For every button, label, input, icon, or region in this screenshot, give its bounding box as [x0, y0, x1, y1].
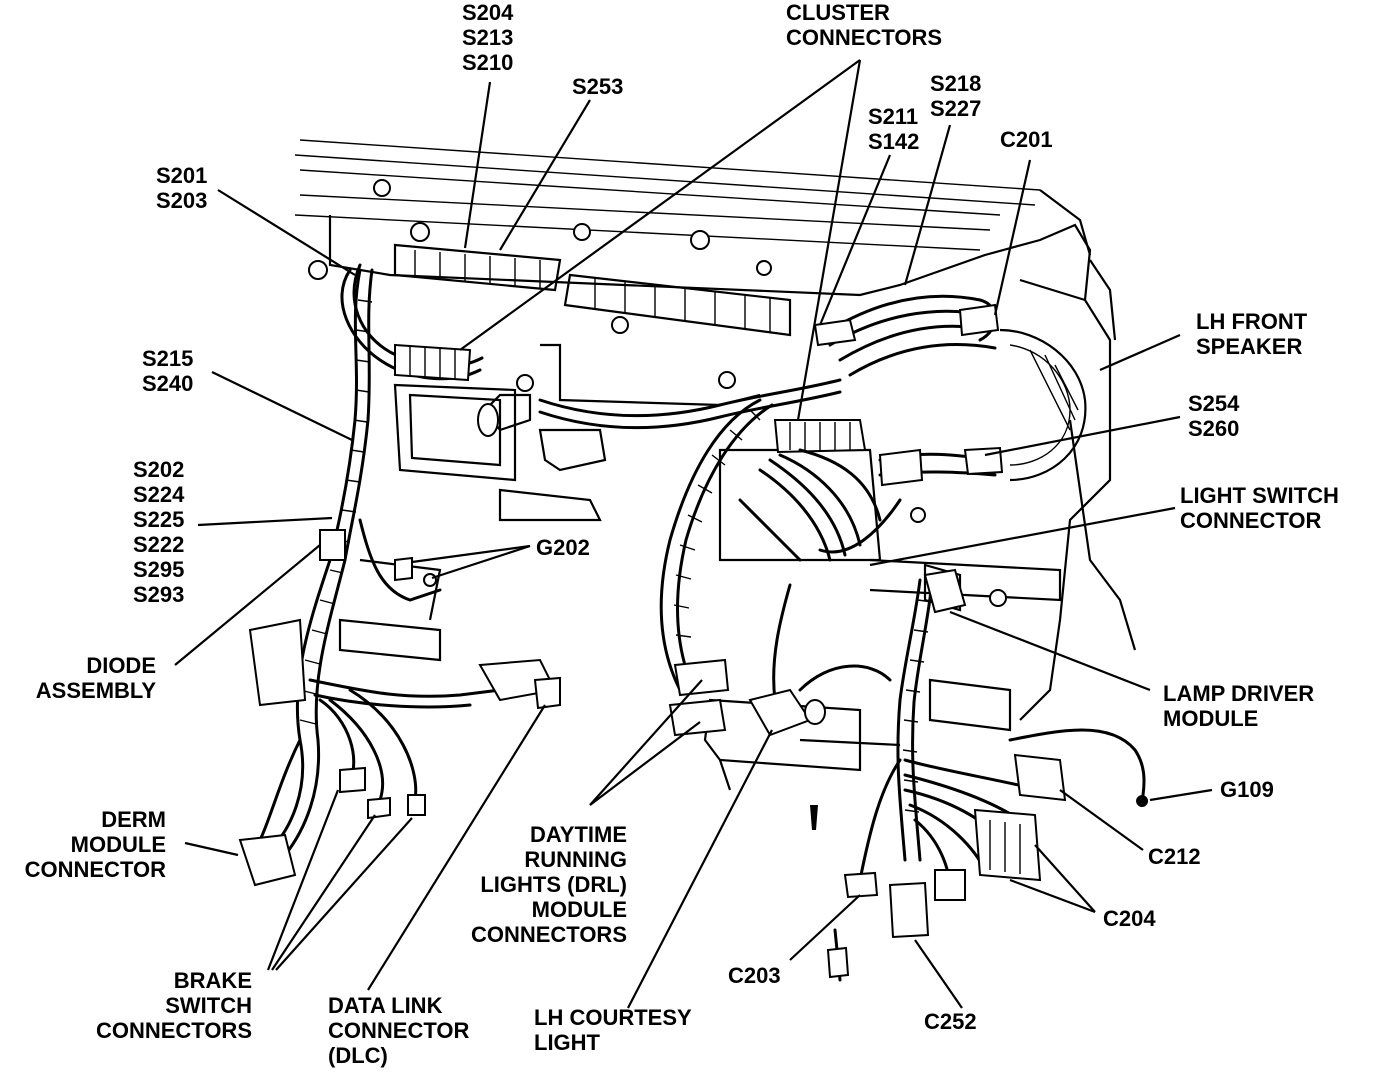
- label-lamp-driver-line1: LAMP DRIVER: [1163, 681, 1314, 706]
- leader-s218: [903, 124, 952, 286]
- leader-c212: [1059, 789, 1144, 851]
- label-drl-line4: MODULE: [532, 897, 627, 922]
- label-drl-line1: DAYTIME: [530, 822, 627, 847]
- leader-s254: [984, 415, 1181, 457]
- label-s240: S240: [142, 371, 193, 396]
- label-drl-line5: CONNECTORS: [471, 922, 627, 947]
- label-cluster-line2: CONNECTORS: [786, 25, 942, 50]
- label-s204: S204: [462, 0, 514, 25]
- label-s293: S293: [133, 582, 184, 607]
- leader-brake-1: [266, 789, 340, 971]
- label-s210: S210: [462, 50, 513, 75]
- label-light-switch-line1: LIGHT SWITCH: [1180, 483, 1339, 508]
- leader-s215: [211, 371, 353, 441]
- label-derm-line2: MODULE: [71, 832, 166, 857]
- label-s254: S254: [1188, 391, 1240, 416]
- leader-g202-1: [411, 544, 531, 564]
- label-diode-line1: DIODE: [86, 653, 156, 678]
- leader-c204-2: [1009, 878, 1096, 914]
- leader-s201: [217, 189, 356, 276]
- label-g202: G202: [536, 535, 590, 560]
- label-c204: C204: [1103, 906, 1156, 931]
- label-s211: S211: [868, 104, 918, 129]
- leader-light-switch: [869, 506, 1176, 567]
- label-s225: S225: [133, 507, 184, 532]
- leader-drl-2: [589, 721, 701, 806]
- leader-s204: [463, 81, 492, 249]
- label-brake-line3: CONNECTORS: [96, 1018, 252, 1043]
- label-courtesy-line2: LIGHT: [534, 1030, 601, 1055]
- label-cluster-line1: CLUSTER: [786, 0, 890, 25]
- wiring-harness: [238, 263, 1146, 982]
- leader-s211: [818, 154, 892, 326]
- label-lamp-driver-line2: MODULE: [1163, 706, 1258, 731]
- label-s295: S295: [133, 557, 184, 582]
- leader-derm: [184, 841, 239, 857]
- label-dlc-line3: (DLC): [328, 1043, 388, 1068]
- leader-s253: [499, 99, 591, 251]
- label-s253: S253: [572, 74, 623, 99]
- leader-lamp-driver: [949, 610, 1151, 692]
- label-light-switch-line2: CONNECTOR: [1180, 508, 1321, 533]
- label-c252: C252: [924, 1009, 977, 1034]
- label-s201: S201: [156, 163, 207, 188]
- callout-labels: S204 S213 S210 S253 CLUSTER CONNECTORS S…: [25, 0, 1339, 1068]
- leader-g109: [1149, 788, 1213, 802]
- label-dlc-line2: CONNECTOR: [328, 1018, 469, 1043]
- label-s227: S227: [930, 96, 981, 121]
- leader-c203: [789, 894, 861, 961]
- leader-speaker: [1099, 333, 1181, 372]
- label-s218: S218: [930, 71, 981, 96]
- leader-cluster-1: [459, 59, 861, 351]
- label-drl-line2: RUNNING: [524, 847, 627, 872]
- label-s213: S213: [462, 25, 513, 50]
- label-dlc-line1: DATA LINK: [328, 993, 443, 1018]
- leader-drl-1: [589, 679, 703, 806]
- label-c201: C201: [1000, 127, 1053, 152]
- leader-c252: [914, 939, 963, 1009]
- leader-courtesy: [627, 729, 773, 1009]
- leader-c201: [993, 159, 1032, 316]
- label-g109: G109: [1220, 777, 1274, 802]
- label-brake-line1: BRAKE: [174, 968, 252, 993]
- label-c203: C203: [728, 963, 781, 988]
- leader-s202: [197, 516, 333, 527]
- leader-brake-3: [275, 817, 413, 971]
- label-c212: C212: [1148, 844, 1201, 869]
- leader-lines: [174, 59, 1213, 1009]
- label-brake-line2: SWITCH: [165, 993, 252, 1018]
- label-courtesy-line1: LH COURTESY: [534, 1005, 692, 1030]
- label-s224: S224: [133, 482, 185, 507]
- label-s222: S222: [133, 532, 184, 557]
- label-s202: S202: [133, 457, 184, 482]
- label-s215: S215: [142, 346, 193, 371]
- label-lh-speaker-line2: SPEAKER: [1196, 334, 1302, 359]
- label-diode-line2: ASSEMBLY: [36, 678, 157, 703]
- leader-dlc: [367, 704, 546, 991]
- leader-c204-1: [1034, 844, 1096, 913]
- leader-diode: [174, 544, 321, 666]
- label-derm-line1: DERM: [101, 807, 166, 832]
- label-s142: S142: [868, 129, 919, 154]
- label-derm-line3: CONNECTOR: [25, 857, 166, 882]
- label-lh-speaker-line1: LH FRONT: [1196, 309, 1308, 334]
- label-drl-line3: LIGHTS (DRL): [480, 872, 627, 897]
- label-s260: S260: [1188, 416, 1239, 441]
- leader-brake-2: [271, 814, 376, 971]
- leader-cluster-2: [796, 59, 862, 421]
- leader-g202-2: [431, 544, 531, 580]
- label-s203: S203: [156, 188, 207, 213]
